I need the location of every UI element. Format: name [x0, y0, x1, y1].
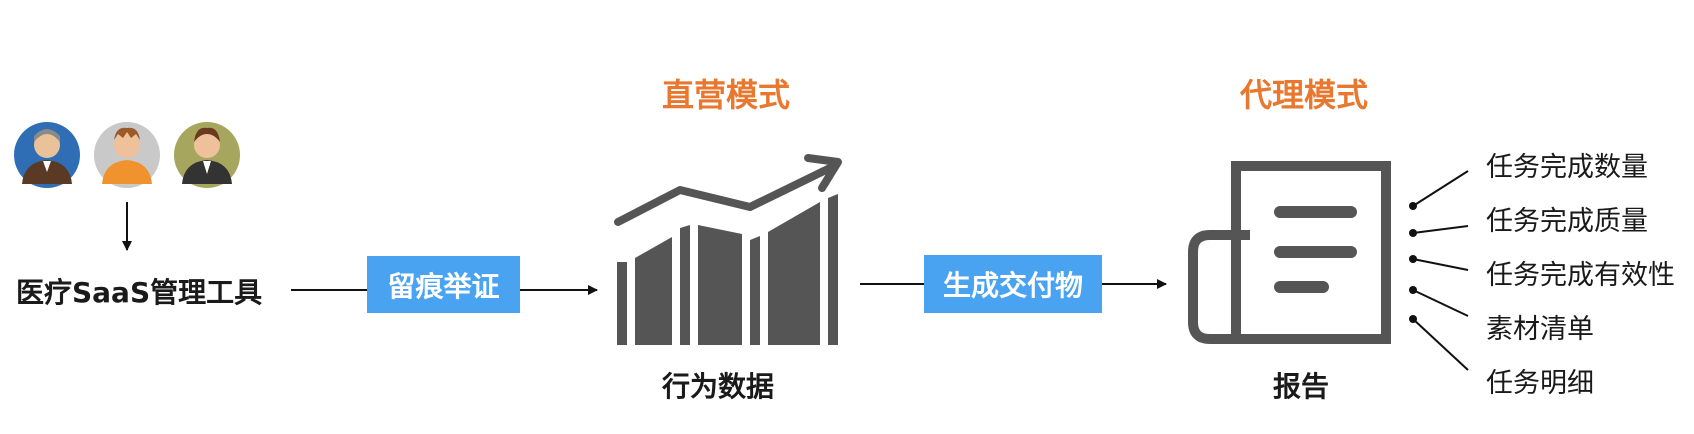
avatar-1-icon [14, 122, 80, 188]
report-item: 任务完成有效性 [1486, 260, 1675, 291]
avatar-2-icon [94, 122, 160, 188]
tool-label: 医疗SaaS管理工具 [16, 276, 263, 309]
direct-mode-heading: 直营模式 [662, 76, 791, 114]
report-item: 任务完成质量 [1486, 206, 1648, 237]
bar-chart-trend-icon [614, 154, 842, 345]
deliverables-tag: 生成交付物 [924, 255, 1102, 313]
report-item: 任务明细 [1486, 368, 1594, 399]
behavior-data-label: 行为数据 [662, 370, 775, 403]
report-item: 素材清单 [1486, 314, 1594, 345]
report-label: 报告 [1273, 370, 1330, 403]
agent-mode-heading: 代理模式 [1240, 76, 1369, 114]
evidence-tag: 留痕举证 [367, 256, 520, 313]
report-item: 任务完成数量 [1486, 152, 1648, 183]
report-document-icon [1188, 161, 1391, 344]
avatar-3-icon [174, 122, 240, 188]
report-item-connectors [1409, 170, 1469, 371]
